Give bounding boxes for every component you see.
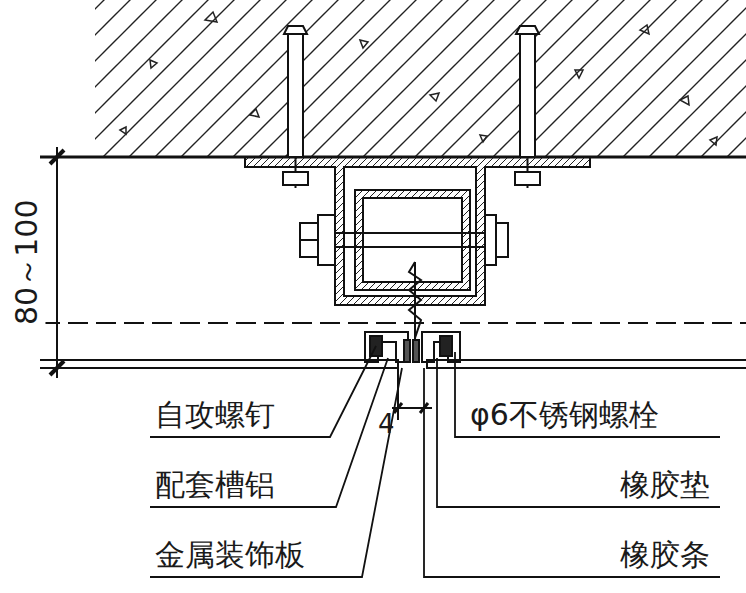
aggregate-marks	[120, 12, 717, 145]
part-label: 配套槽铝	[155, 468, 275, 503]
part-label: 橡胶条	[620, 538, 710, 573]
dimension-text: 80～100	[11, 199, 46, 324]
part-label: 橡胶垫	[620, 468, 710, 503]
part-label: 自攻螺钉	[155, 398, 275, 433]
leader-lines	[150, 346, 720, 577]
ceiling-line	[40, 322, 746, 324]
concrete-slab	[95, 0, 746, 157]
through-bolt	[300, 215, 508, 265]
metal-panel	[40, 360, 746, 368]
part-label: φ6不锈钢螺栓	[470, 398, 659, 433]
channel-clips	[365, 332, 460, 362]
dimension-text: 4	[378, 410, 395, 440]
dimension-lines	[40, 147, 432, 420]
part-label: 金属装饰板	[155, 538, 305, 573]
